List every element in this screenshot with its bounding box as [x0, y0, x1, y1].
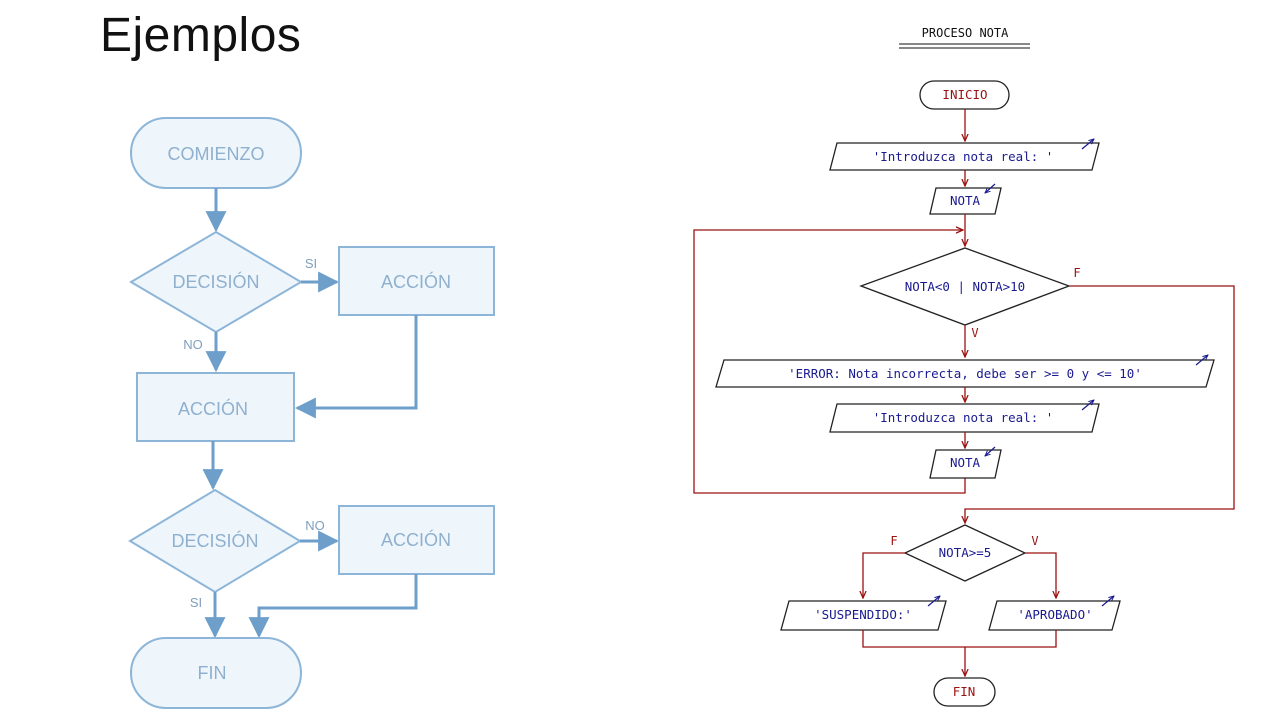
right-grade-condition-label: NOTA>=5 [939, 545, 992, 560]
right-input-prompt-1-label: 'Introduzca nota real: ' [873, 149, 1054, 164]
left-action2: ACCIÓN [136, 372, 295, 442]
right-loop-false-label: F [1073, 266, 1080, 280]
right-loop-false-line [965, 285, 1235, 523]
output-arrow-icon [1081, 139, 1094, 150]
right-output-fail-label: 'SUSPENDIDO:' [814, 607, 912, 622]
right-error-output-label: 'ERROR: Nota incorrecta, debe ser >= 0 y… [788, 366, 1142, 381]
right-end-terminal: FIN [933, 677, 996, 707]
left-decision1-no-label: NO [183, 337, 203, 352]
input-arrow-icon [985, 446, 996, 456]
slide-title: Ejemplos [100, 9, 302, 62]
right-end-label: FIN [953, 684, 976, 699]
right-start-terminal: INICIO [919, 80, 1010, 110]
output-arrow-icon [1101, 596, 1114, 607]
right-grade-false-label: F [890, 534, 897, 548]
right-flowchart: PROCESO NOTA INICIO 'Introduzca nota rea… [693, 26, 1235, 707]
left-action3: ACCIÓN [338, 505, 495, 575]
right-input-prompt-1: 'Introduzca nota real: ' [829, 139, 1100, 171]
output-arrow-icon [1195, 355, 1208, 366]
right-start-label: INICIO [942, 87, 987, 102]
output-arrow-icon [927, 596, 940, 607]
right-input-var-1-label: NOTA [950, 193, 981, 208]
right-input-var-2: NOTA [929, 446, 1002, 479]
right-grade-true-line [1025, 552, 1056, 598]
right-input-var-1: NOTA [929, 183, 1002, 215]
left-action3-label: ACCIÓN [381, 529, 451, 550]
right-output-fail: 'SUSPENDIDO:' [780, 596, 947, 631]
output-arrow-icon [1081, 400, 1094, 411]
left-decision2-yes-label: SI [190, 595, 202, 610]
input-arrow-icon [985, 183, 996, 193]
left-arrow-action3-end [248, 574, 418, 639]
right-input-var-2-label: NOTA [950, 455, 981, 470]
right-flowchart-title: PROCESO NOTA [922, 26, 1009, 40]
left-end-terminal: FIN [130, 637, 302, 709]
left-action1: ACCIÓN [338, 246, 495, 316]
right-output-pass-label: 'APROBADO' [1017, 607, 1092, 622]
right-error-output: 'ERROR: Nota incorrecta, debe ser >= 0 y… [715, 355, 1215, 388]
right-merge-line [862, 630, 1057, 648]
left-decision1-yes-label: SI [305, 256, 317, 271]
right-input-prompt-2-label: 'Introduzca nota real: ' [873, 410, 1054, 425]
left-arrow-action1-merge [294, 315, 418, 419]
right-grade-condition: NOTA>=5 [903, 524, 1027, 582]
left-action2-label: ACCIÓN [178, 398, 248, 419]
left-start-terminal: COMIENZO [130, 117, 302, 189]
left-decision1-label: DECISIÓN [172, 271, 259, 292]
right-loop-back-line [693, 230, 966, 494]
right-grade-true-label: V [1031, 534, 1038, 548]
right-loop-true-label: V [971, 326, 978, 340]
right-loop-condition: NOTA<0 | NOTA>10 [859, 247, 1071, 326]
left-action1-label: ACCIÓN [381, 271, 451, 292]
left-decision2-label: DECISIÓN [171, 530, 258, 551]
right-input-prompt-2: 'Introduzca nota real: ' [829, 400, 1100, 433]
right-output-pass: 'APROBADO' [988, 596, 1121, 631]
left-end-label: FIN [198, 663, 227, 683]
left-start-label: COMIENZO [168, 144, 265, 164]
right-loop-condition-label: NOTA<0 | NOTA>10 [905, 279, 1025, 294]
left-decision2: DECISIÓN [128, 488, 302, 594]
left-decision1: DECISIÓN [129, 230, 303, 334]
left-decision2-no-label: NO [305, 518, 325, 533]
right-grade-false-line [863, 552, 905, 598]
left-flowchart: COMIENZO DECISIÓN SI ACCIÓN NO ACCIÓN [128, 117, 495, 709]
